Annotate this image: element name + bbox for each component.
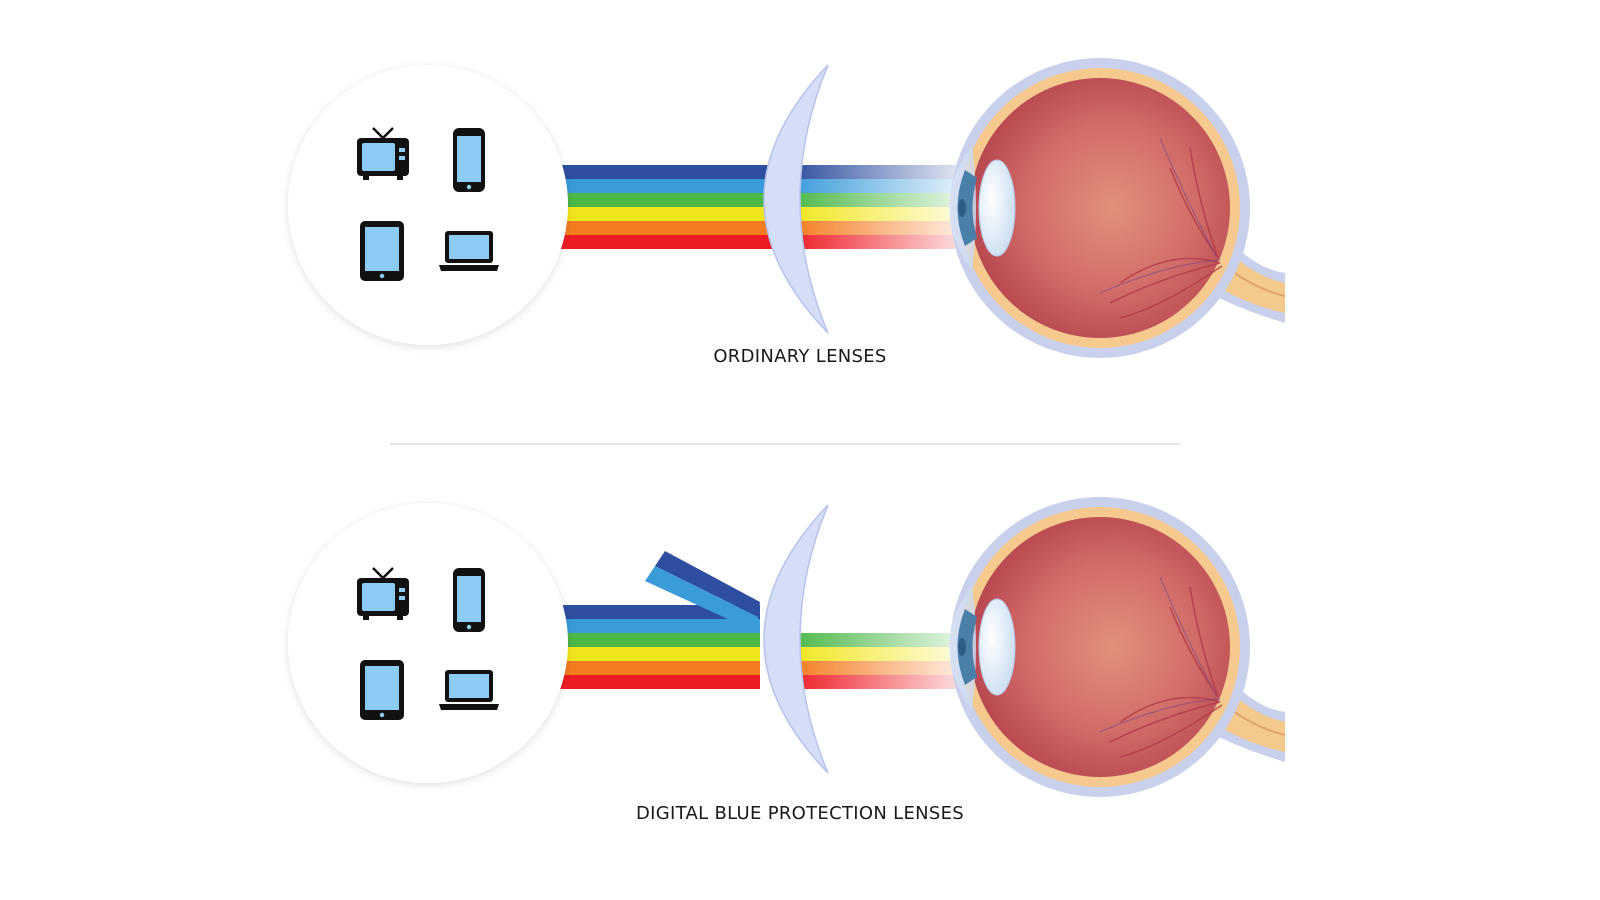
light-spectrum-beam-transmitted [790, 633, 965, 689]
blue-protection-lens [763, 504, 829, 774]
tablet-icon [360, 660, 404, 720]
spectrum-band [790, 221, 965, 235]
caption-ordinary-lenses: ORDINARY LENSES [713, 346, 887, 367]
tablet-icon [360, 221, 404, 281]
spectrum-band [790, 165, 965, 179]
smartphone-icon [453, 568, 485, 632]
spectrum-band [560, 221, 790, 235]
device-circle [288, 503, 568, 783]
spectrum-band [560, 633, 760, 647]
caption-blue-protection-lenses: DIGITAL BLUE PROTECTION LENSES [635, 803, 965, 824]
spectrum-band [560, 207, 790, 221]
spectrum-band [560, 235, 790, 249]
spectrum-band [790, 661, 965, 675]
spectrum-band [560, 179, 790, 193]
panel-blue-protection [288, 496, 1286, 798]
light-spectrum-beam [560, 165, 790, 249]
reflected-blue-light [645, 551, 760, 632]
spectrum-band [790, 179, 965, 193]
spectrum-band [790, 235, 965, 249]
spectrum-band [560, 619, 760, 633]
spectrum-band [790, 647, 965, 661]
eye-illustration [947, 57, 1286, 359]
light-spectrum-beam [560, 605, 760, 689]
spectrum-band [790, 633, 965, 647]
laptop-icon [439, 670, 499, 710]
device-circle [288, 65, 568, 345]
spectrum-band [560, 675, 760, 689]
spectrum-band [560, 647, 760, 661]
laptop-icon [439, 231, 499, 271]
spectrum-band [790, 675, 965, 689]
light-spectrum-beam-transmitted [790, 165, 965, 249]
spectrum-band [560, 193, 790, 207]
ordinary-lens [763, 64, 829, 334]
eye-illustration [947, 496, 1286, 798]
smartphone-icon [453, 128, 485, 192]
spectrum-band [790, 207, 965, 221]
spectrum-band [560, 661, 760, 675]
panel-ordinary [288, 57, 1286, 359]
spectrum-band [790, 193, 965, 207]
spectrum-band [560, 165, 790, 179]
